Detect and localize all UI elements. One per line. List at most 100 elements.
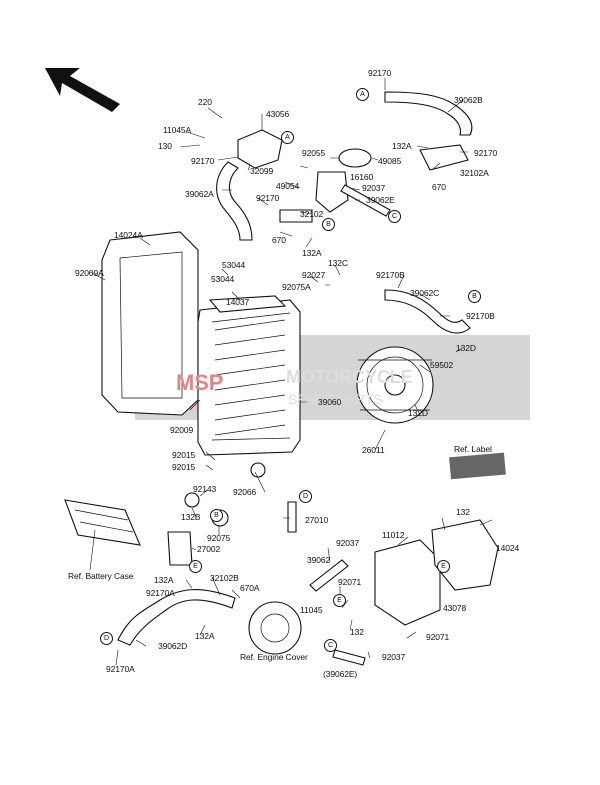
part-label: 49054 (276, 181, 300, 191)
cooling-fan (356, 346, 434, 424)
part-label: 92170 (256, 193, 280, 203)
part-label: 53044 (222, 260, 246, 270)
part-label: 92170A (106, 664, 135, 674)
part-label: 92170 (368, 68, 392, 78)
callout-marker: A (281, 131, 294, 144)
callout-marker: B (322, 218, 335, 231)
upper-hose-39062b (384, 91, 473, 136)
hose-39062a (216, 161, 253, 241)
part-label: 39060 (318, 397, 342, 407)
callout-marker: E (437, 560, 450, 573)
callout-marker: D (100, 632, 113, 645)
part-label: 92170 (474, 148, 498, 158)
part-label: 92037 (362, 183, 386, 193)
watermark-line2: SPARE PARTS (288, 391, 383, 407)
part-label: 49085 (378, 156, 402, 166)
part-label: 92143 (193, 484, 217, 494)
callout-marker: E (333, 594, 346, 607)
part-label: Ref. Engine Cover (240, 652, 308, 662)
part-label: 39062C (410, 288, 440, 298)
part-label: 670A (240, 583, 260, 593)
hose-39062c (384, 289, 471, 334)
part-label: 132C (328, 258, 348, 268)
part-label: 132A (392, 141, 412, 151)
front-direction-arrow-icon (45, 68, 120, 112)
part-label: 670 (272, 235, 286, 245)
reserve-tank-27002 (167, 531, 193, 566)
watermark-line1: MOTORCYCLE (286, 367, 413, 387)
part-label: Ref. Label (454, 444, 492, 454)
filler-neck (315, 171, 349, 213)
part-label: (39062E) (323, 669, 358, 679)
engine-cover (248, 601, 302, 655)
part-label: 39062B (454, 95, 483, 105)
part-label: 53044 (211, 274, 235, 284)
pipe-32102a (419, 144, 469, 171)
part-label: 132B (181, 512, 201, 522)
part-label: 132A (195, 631, 215, 641)
part-label: 26011 (362, 445, 385, 455)
part-label: Ref. Battery Case (68, 571, 134, 581)
callout-marker: B (468, 290, 481, 303)
part-label: 92015 (172, 450, 196, 460)
part-label: 14024A (114, 230, 143, 240)
part-label: 59502 (430, 360, 454, 370)
part-label: 132D (408, 408, 428, 418)
water-pipe-32102 (279, 209, 313, 223)
part-label: 39062D (158, 641, 188, 651)
radiator-grill-14037 (208, 295, 287, 313)
part-label: 32099 (250, 166, 274, 176)
battery-case-bracket (64, 499, 141, 546)
part-label: 11045 (300, 605, 323, 615)
part-label: 92170 (191, 156, 215, 166)
part-label: 92170A (146, 588, 175, 598)
part-label: 220 (198, 97, 212, 107)
part-label: 132 (456, 507, 470, 517)
reservoir-tank-43078 (374, 539, 441, 626)
part-label: 32102B (210, 573, 239, 583)
callout-marker: D (299, 490, 312, 503)
part-label: 39062 (307, 555, 331, 565)
part-label: 132 (350, 627, 364, 637)
callout-marker: B (210, 509, 223, 522)
part-label: 92037 (336, 538, 360, 548)
part-label: 92027 (302, 270, 326, 280)
thermo-switch-27010 (287, 501, 297, 533)
callout-marker: A (356, 88, 369, 101)
part-label: 92015 (172, 462, 196, 472)
part-label: 92075A (282, 282, 311, 292)
thermostat-housing (237, 129, 283, 169)
part-label: 132A (154, 575, 174, 585)
radiator-cap (338, 148, 372, 168)
part-label: 16160 (350, 172, 374, 182)
part-label: 11045A (163, 125, 192, 135)
part-label: 27010 (305, 515, 329, 525)
callout-marker: C (324, 639, 337, 652)
part-label: 132A (302, 248, 322, 258)
part-label: 43078 (443, 603, 467, 613)
part-label: 39062E (366, 195, 395, 205)
part-label: 92009 (170, 425, 194, 435)
watermark-logo: MSP (176, 370, 224, 395)
part-label: 27002 (197, 544, 221, 554)
part-label: 11012 (382, 530, 405, 540)
leader-lines (89, 78, 493, 666)
part-label: 92055 (302, 148, 326, 158)
hose-39062 (309, 559, 349, 592)
lower-hose-39062d (117, 588, 236, 646)
part-label: 92071 (426, 632, 450, 642)
part-label: 14037 (226, 297, 250, 307)
part-label: 92037 (382, 652, 406, 662)
part-label: 32102A (460, 168, 489, 178)
radiator-shroud-14024a (101, 231, 199, 416)
part-label: 92170B (466, 311, 495, 321)
part-label: 32102 (300, 209, 324, 219)
part-label: 92066 (233, 487, 257, 497)
part-label: 92170B (376, 270, 405, 280)
part-label: 92071 (338, 577, 362, 587)
part-label: 43056 (266, 109, 290, 119)
hose-39062e (340, 184, 391, 217)
callout-marker: C (388, 210, 401, 223)
part-label: 14024 (496, 543, 520, 553)
